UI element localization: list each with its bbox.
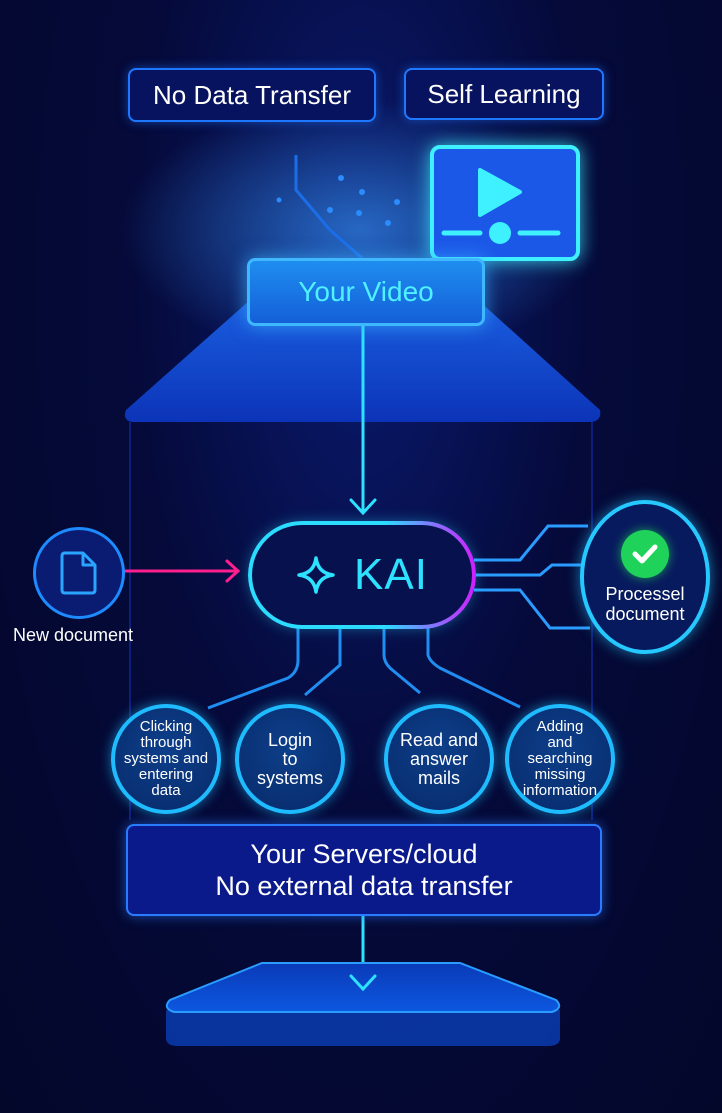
servers-line-1: Your Servers/cloud xyxy=(250,839,478,869)
task-line: entering xyxy=(138,766,194,783)
task-line: Login xyxy=(267,729,313,750)
processed-line-2: document xyxy=(605,604,685,624)
task-adding-missing-info: Adding and searching missing information xyxy=(505,704,615,814)
task-clicking-systems-label: Clicking through systems and entering da… xyxy=(124,719,208,799)
your-video-label: Your Video xyxy=(298,276,434,307)
task-line: through xyxy=(140,734,192,751)
task-read-answer-mails: Read and answer mails xyxy=(384,704,494,814)
task-line: systems and xyxy=(123,750,209,767)
circuit-line-top xyxy=(294,155,363,260)
kai-label: KAI xyxy=(354,550,428,599)
task-line: missing xyxy=(534,766,586,783)
task-line: data xyxy=(151,782,181,799)
task-line: information xyxy=(522,782,598,799)
processed-line-1: Processel xyxy=(605,584,685,604)
badge-self-learning: Self Learning xyxy=(404,68,604,120)
kai-node: KAI xyxy=(252,525,472,625)
task-line: Adding xyxy=(536,718,584,735)
servers-box: Your Servers/cloud No external data tran… xyxy=(126,824,602,916)
circuit-lines-tasks xyxy=(207,628,521,710)
sparkle-icon xyxy=(297,556,335,594)
task-line: to xyxy=(282,748,298,769)
servers-line-2: No external data transfer xyxy=(215,871,513,901)
badge-no-data-transfer-label: No Data Transfer xyxy=(153,79,351,110)
circuit-lines-output xyxy=(474,524,590,630)
document-icon xyxy=(60,551,97,595)
new-document-label: New document xyxy=(13,625,134,645)
task-line: searching xyxy=(527,750,593,767)
processed-document-node: Processel document xyxy=(580,500,710,654)
task-adding-missing-info-label: Adding and searching missing information xyxy=(523,719,597,799)
your-video-box: Your Video xyxy=(247,258,485,326)
video-play-icon xyxy=(430,145,580,261)
task-line: Clicking xyxy=(139,718,193,735)
checkmark-icon xyxy=(621,530,669,578)
task-line: and xyxy=(547,734,573,751)
new-document-node xyxy=(33,527,125,619)
task-line: answer xyxy=(409,748,468,769)
task-login-systems-label: Login to systems xyxy=(256,729,323,788)
task-line: systems xyxy=(256,767,323,788)
platform-base xyxy=(166,1010,560,1046)
task-line: Read and xyxy=(399,729,479,750)
badge-self-learning-label: Self Learning xyxy=(427,78,581,109)
particle-dots xyxy=(276,175,400,226)
badge-no-data-transfer: No Data Transfer xyxy=(128,68,376,122)
task-clicking-systems: Clicking through systems and entering da… xyxy=(111,704,221,814)
task-line: mails xyxy=(417,767,460,788)
processed-document-label: Processel document xyxy=(605,584,684,624)
task-read-answer-mails-label: Read and answer mails xyxy=(399,729,479,788)
task-login-systems: Login to systems xyxy=(235,704,345,814)
